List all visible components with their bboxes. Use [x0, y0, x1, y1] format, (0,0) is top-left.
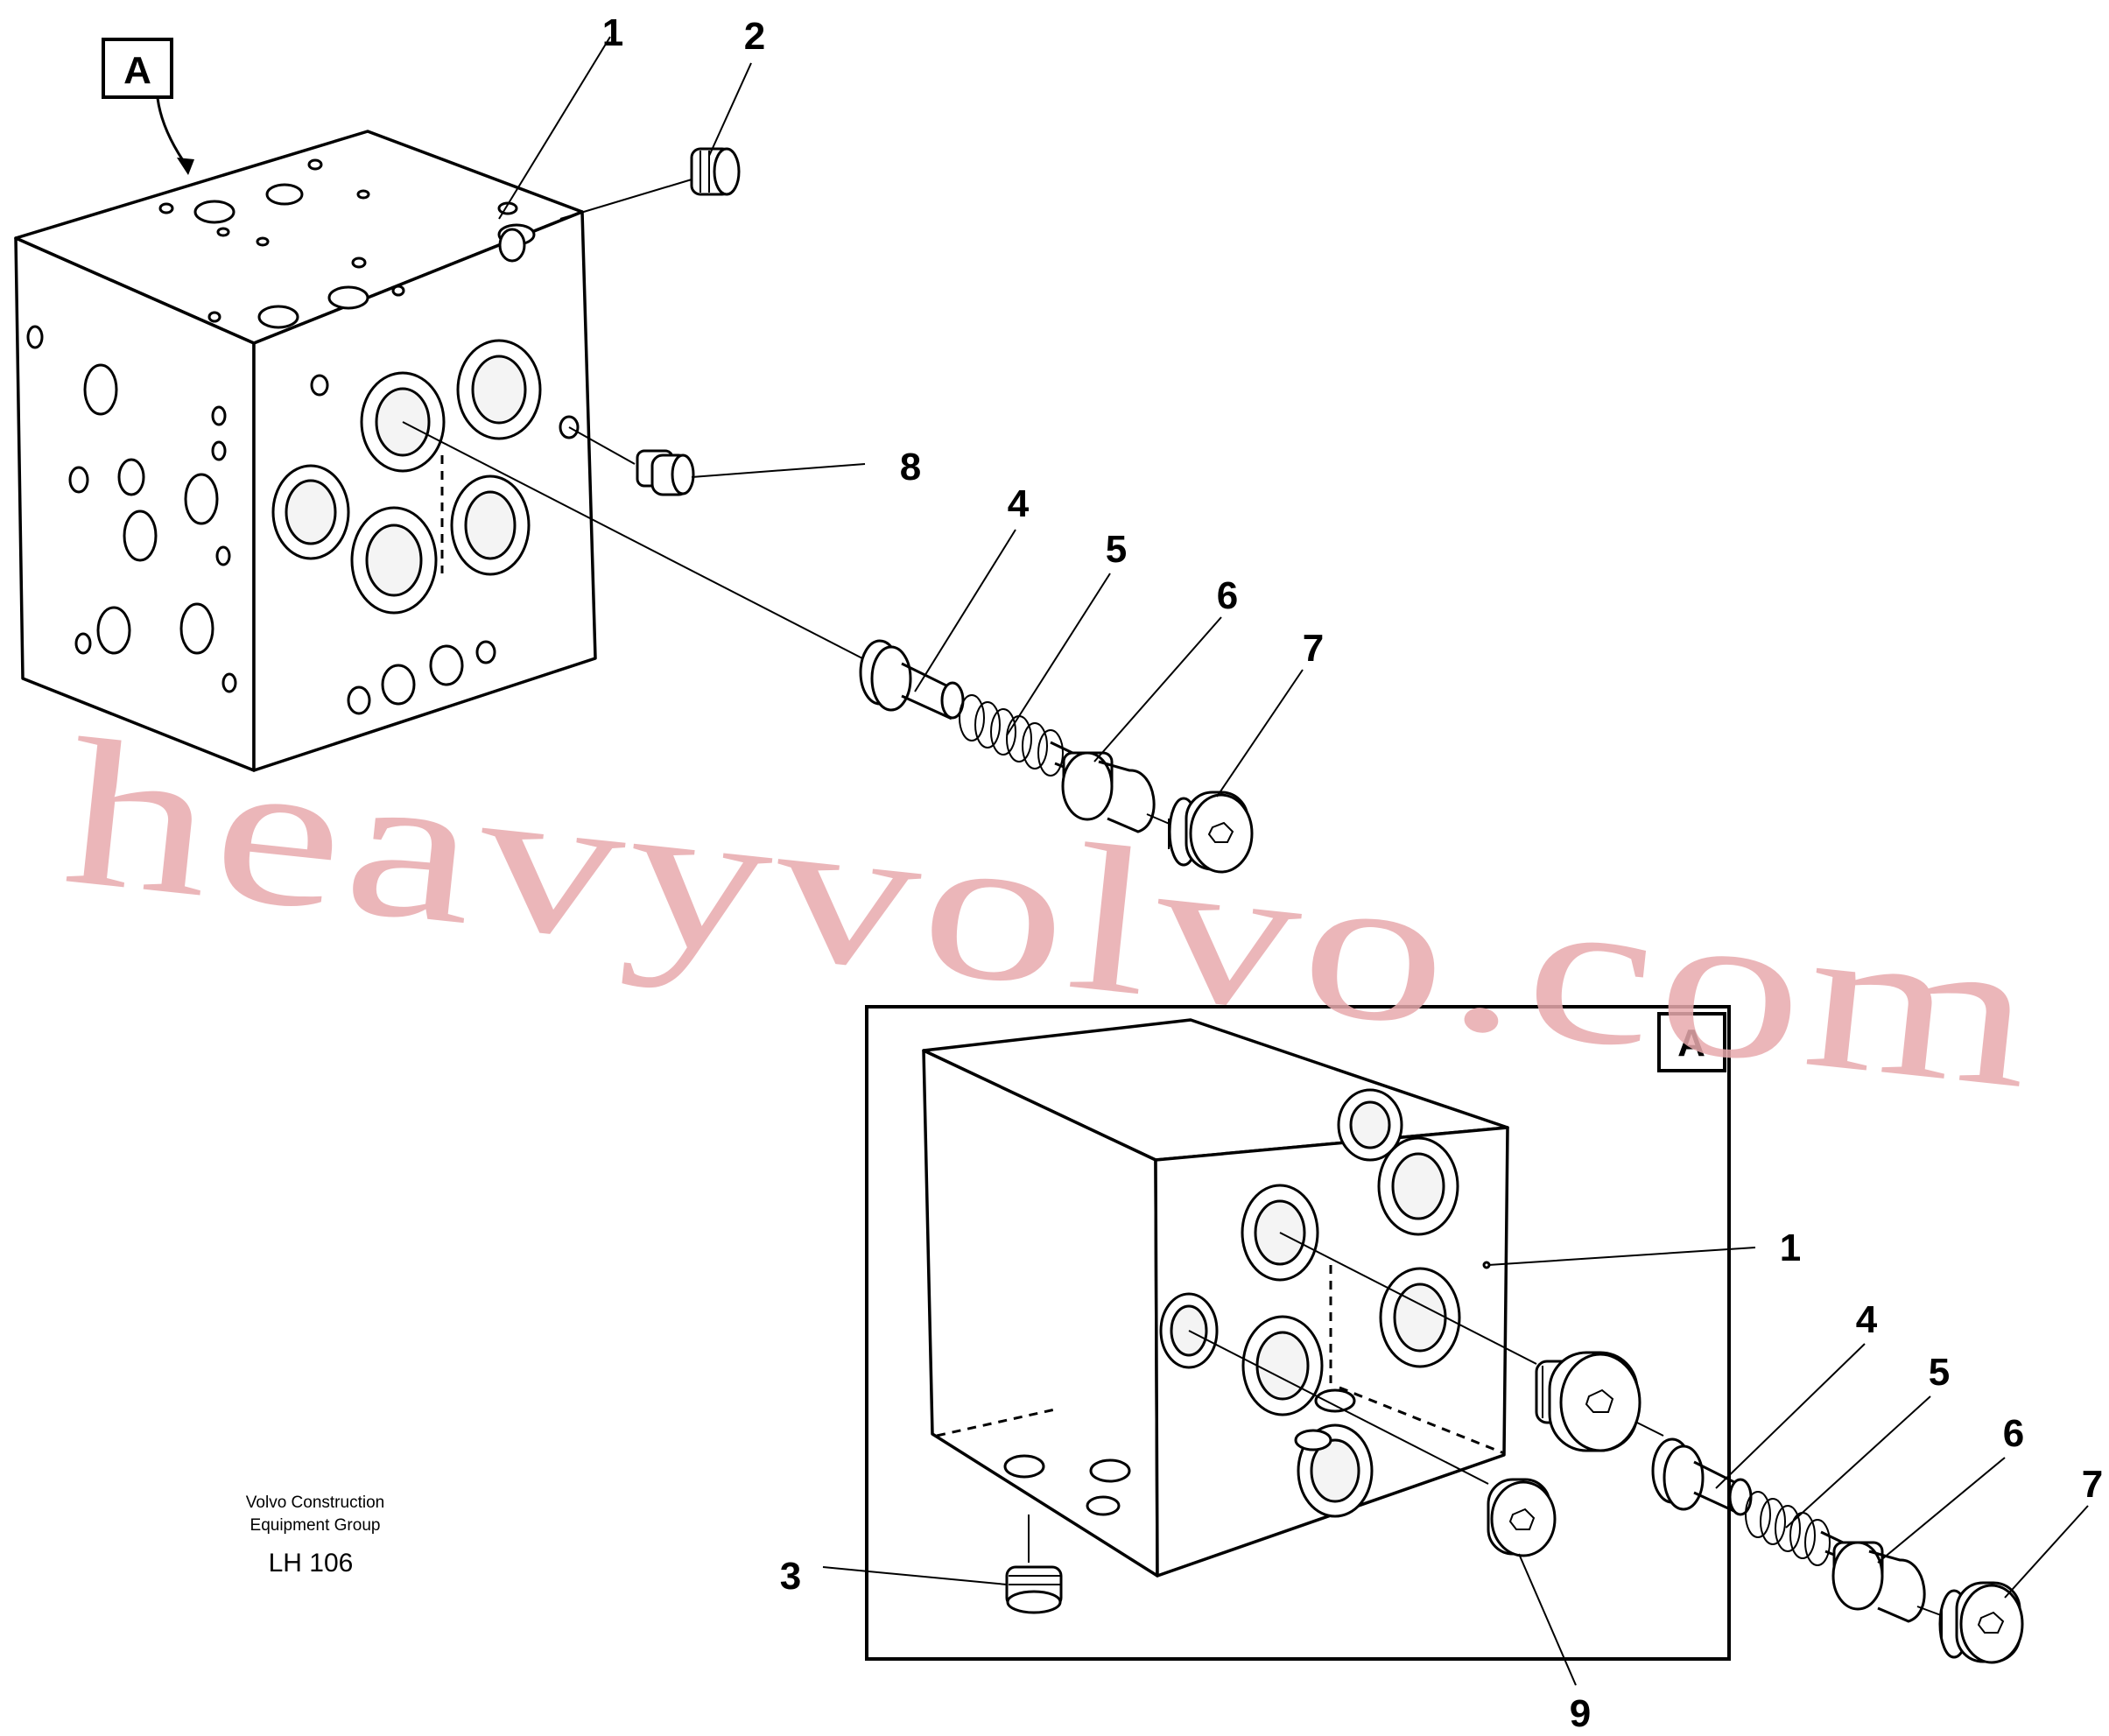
- part-label-5-inset: 5: [1929, 1351, 1950, 1394]
- drawing-number: LH 106: [269, 1549, 354, 1578]
- inset-frame: [865, 1005, 1731, 1661]
- valve-block-main: [14, 130, 597, 772]
- plug-8-main: [568, 426, 695, 496]
- part-label-3-inset: 3: [780, 1555, 801, 1598]
- assembly-axis-main: [402, 421, 863, 659]
- part-label-5-main: 5: [1106, 528, 1127, 571]
- part-label-4-inset: 4: [1856, 1298, 1878, 1341]
- part-label-1-inset: 1: [1780, 1226, 1801, 1269]
- view-label-a-main: [102, 38, 194, 175]
- spring-5-inset: [1745, 1491, 1831, 1566]
- part-label-1-main: 1: [602, 11, 623, 54]
- leader-lines-main: [498, 36, 1304, 798]
- part-label-4-main: 4: [1008, 482, 1030, 525]
- caption-line-2: Equipment Group: [250, 1516, 381, 1535]
- view-label-a-inset-box: [1657, 1012, 1726, 1072]
- part-label-2-main: 2: [744, 15, 765, 58]
- view-letter-a-main: A: [123, 49, 151, 92]
- plug-3-inset: [1005, 1515, 1063, 1614]
- plug-large-inset: [1535, 1351, 1664, 1452]
- part-label-9-inset: 9: [1570, 1692, 1591, 1735]
- part-label-8-main: 8: [900, 446, 921, 488]
- part-label-6-main: 6: [1217, 574, 1238, 617]
- valve-block-inset: [922, 1018, 1509, 1578]
- view-letter-a-inset: A: [1677, 1022, 1705, 1065]
- leader-lines-inset: [822, 1247, 2089, 1686]
- part-label-7-main: 7: [1303, 627, 1324, 670]
- plug-9-inset: [1188, 1330, 1557, 1557]
- caption-line-1: Volvo Construction: [246, 1494, 384, 1512]
- part-label-7-inset: 7: [2082, 1463, 2103, 1506]
- plug-2-main: [498, 147, 741, 263]
- spring-5-main: [959, 694, 1064, 777]
- spool-assembly-main: [859, 639, 1254, 874]
- part-label-6-inset: 6: [2003, 1412, 2024, 1455]
- spool-assembly-inset: [1651, 1437, 2024, 1664]
- assembly-axis-inset: [1279, 1232, 1537, 1365]
